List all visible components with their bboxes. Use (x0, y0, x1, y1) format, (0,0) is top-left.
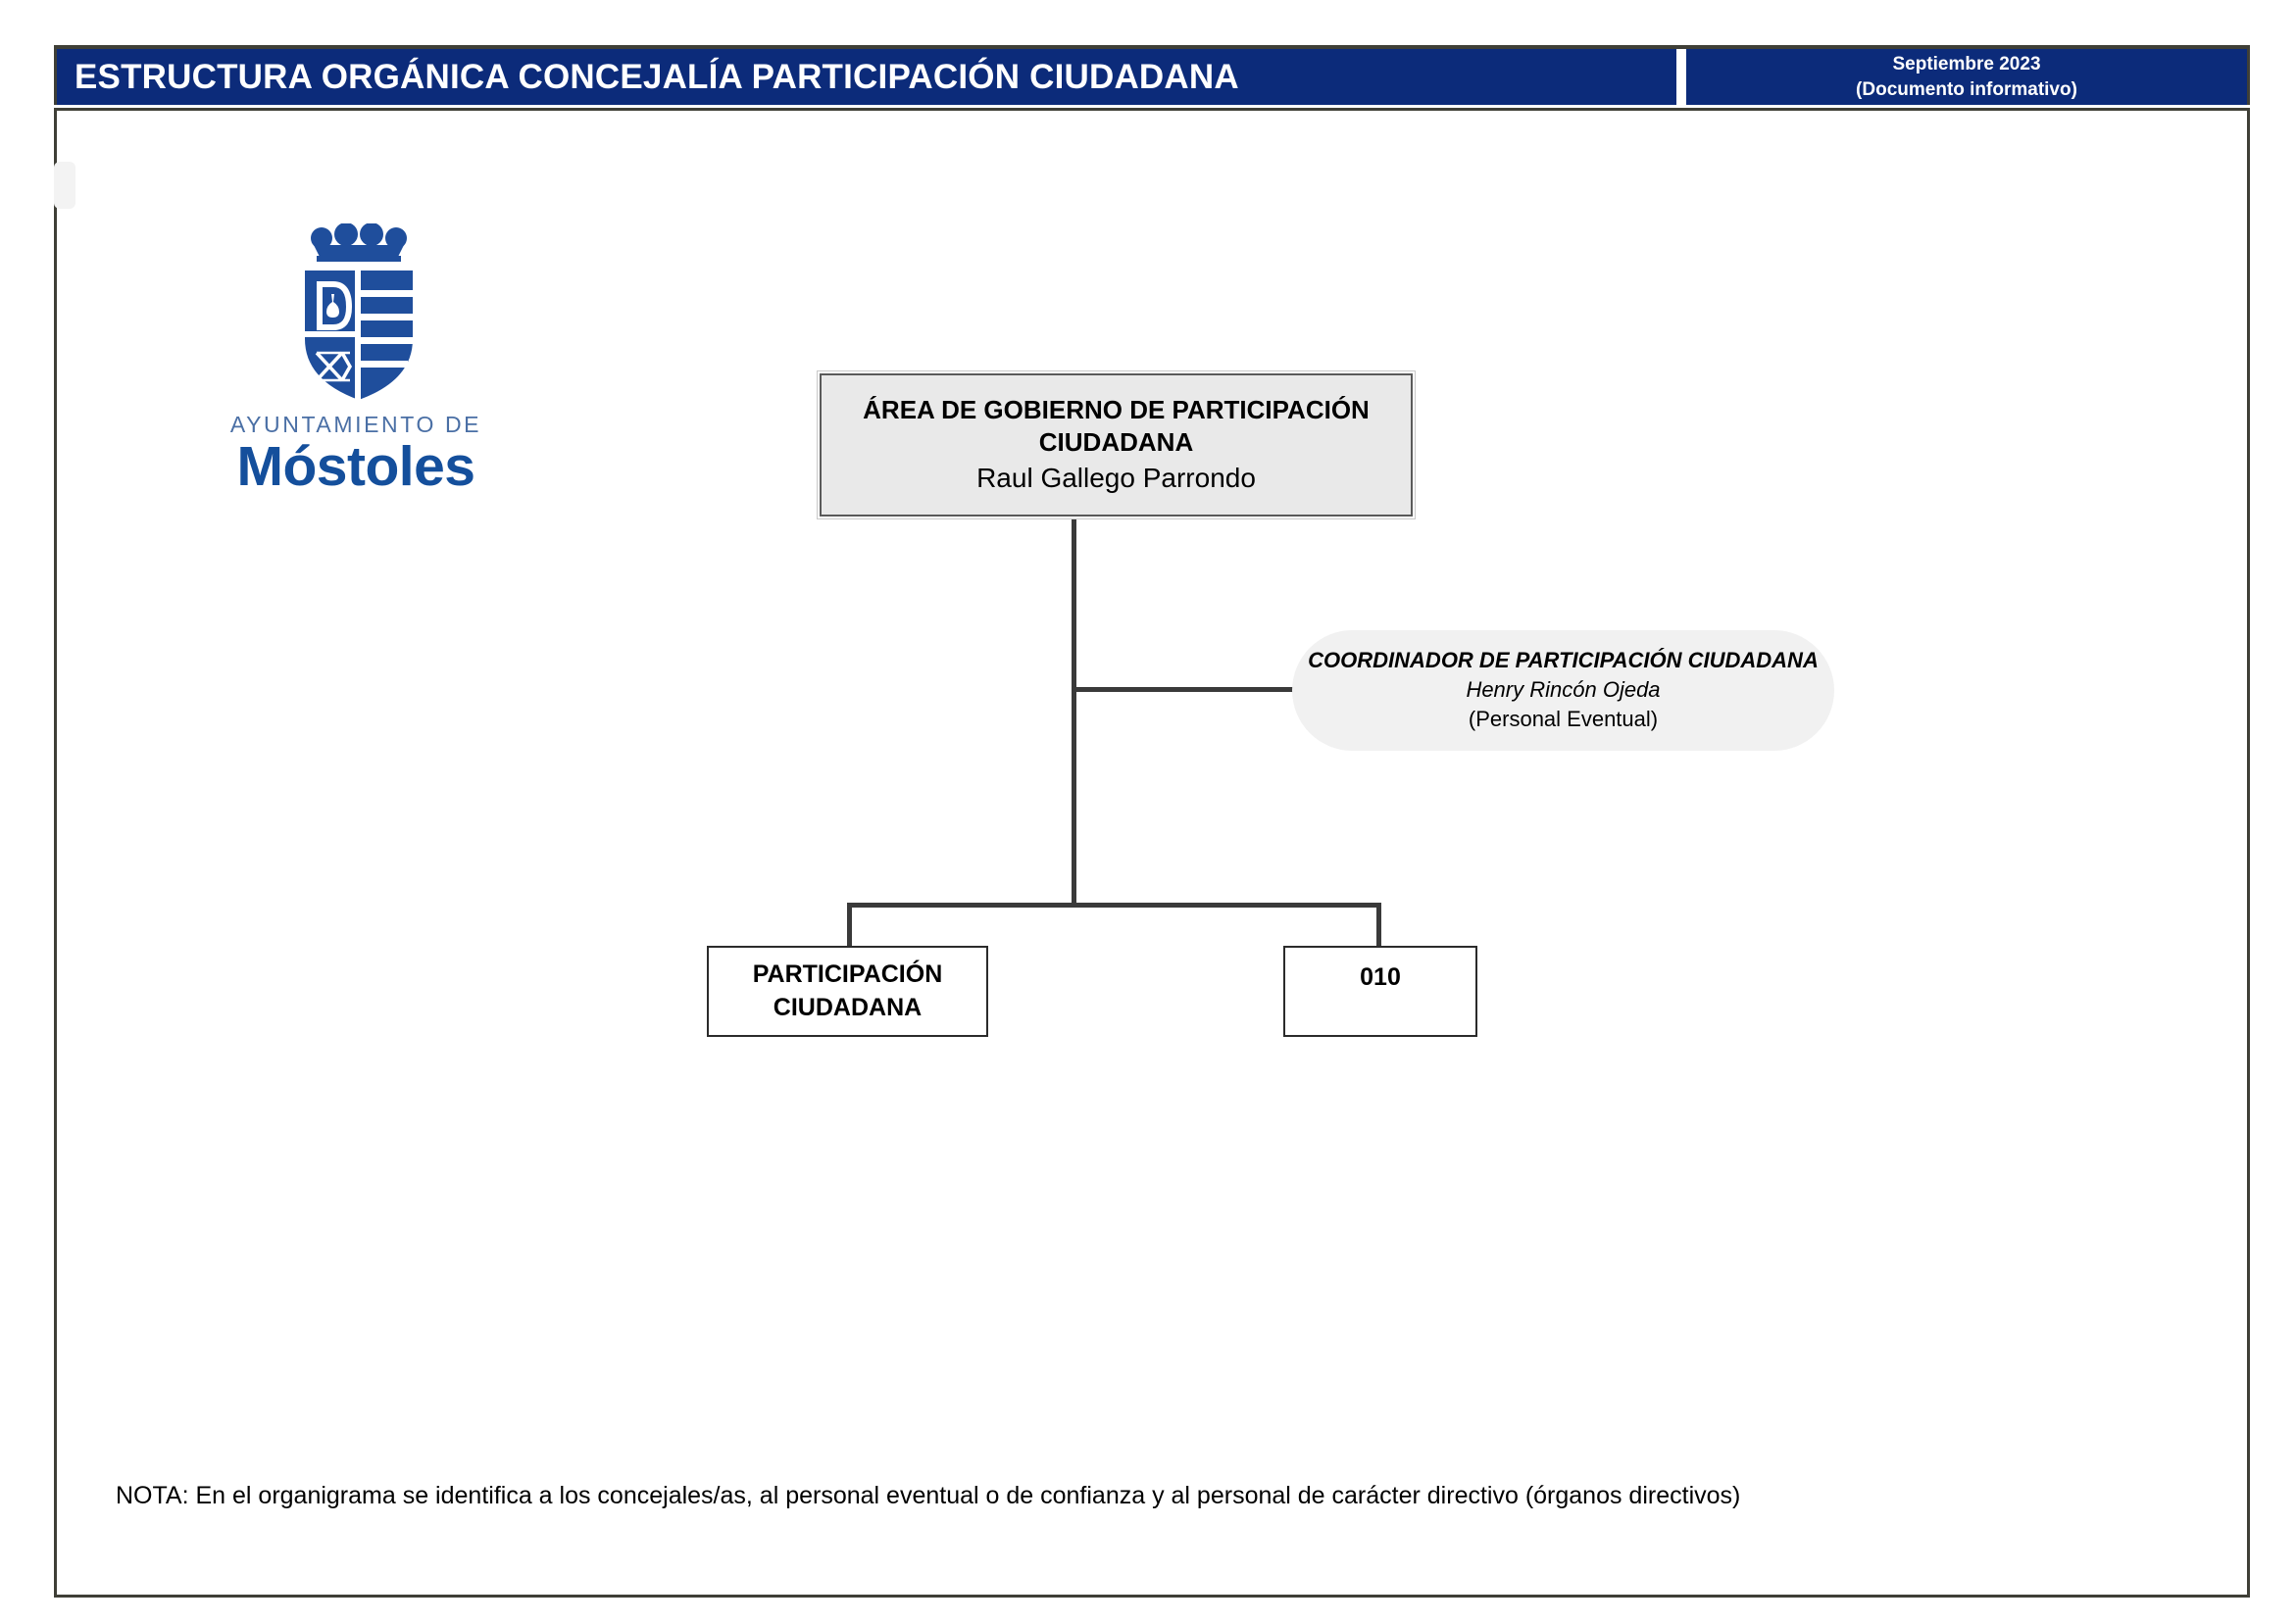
mostoles-logo: AYUNTAMIENTO DE Móstoles (224, 223, 488, 508)
footer-note: NOTA: En el organigrama se identifica a … (116, 1482, 1741, 1509)
org-node-person: Henry Rincón Ojeda (1466, 676, 1661, 702)
org-node-area-gobierno[interactable]: ÁREA DE GOBIERNO DE PARTICIPACIÓN CIUDAD… (820, 373, 1413, 517)
header-divider (1676, 49, 1686, 105)
org-node-010[interactable]: 010 (1283, 946, 1477, 1037)
page-header: ESTRUCTURA ORGÁNICA CONCEJALÍA PARTICIPA… (54, 45, 2250, 105)
connector-trunk-vertical (1072, 517, 1076, 907)
connector-horizontal-bar (847, 903, 1381, 908)
connector-drop-participacion (847, 903, 852, 950)
org-node-participacion-ciudadana[interactable]: PARTICIPACIÓN CIUDADANA (707, 946, 988, 1037)
page-title: ESTRUCTURA ORGÁNICA CONCEJALÍA PARTICIPA… (75, 57, 1239, 96)
org-node-title: COORDINADOR DE PARTICIPACIÓN CIUDADANA (1308, 647, 1819, 672)
org-node-person: Raul Gallego Parrondo (976, 463, 1256, 494)
logo-caption-main: Móstoles (236, 435, 475, 498)
org-node-title: PARTICIPACIÓN CIUDADANA (752, 960, 943, 1021)
header-date-block: Septiembre 2023 (Documento informativo) (1686, 49, 2250, 105)
org-node-title: 010 (1360, 963, 1401, 991)
connector-drop-010 (1376, 903, 1381, 950)
coat-of-arms-icon (305, 223, 413, 400)
header-document-type: (Documento informativo) (1856, 78, 2077, 100)
logo-caption-top: AYUNTAMIENTO DE (229, 412, 482, 437)
header-date: Septiembre 2023 (1892, 54, 2041, 75)
org-node-title: ÁREA DE GOBIERNO DE PARTICIPACIÓN CIUDAD… (863, 394, 1370, 457)
org-node-coordinador[interactable]: COORDINADOR DE PARTICIPACIÓN CIUDADANA H… (1292, 630, 1834, 751)
org-node-staff-type: (Personal Eventual) (1468, 707, 1659, 732)
decorative-placeholder-shape (54, 162, 75, 209)
content-frame (54, 108, 2250, 1598)
header-title-block: ESTRUCTURA ORGÁNICA CONCEJALÍA PARTICIPA… (54, 49, 1676, 105)
connector-to-coordinator (1072, 687, 1299, 692)
